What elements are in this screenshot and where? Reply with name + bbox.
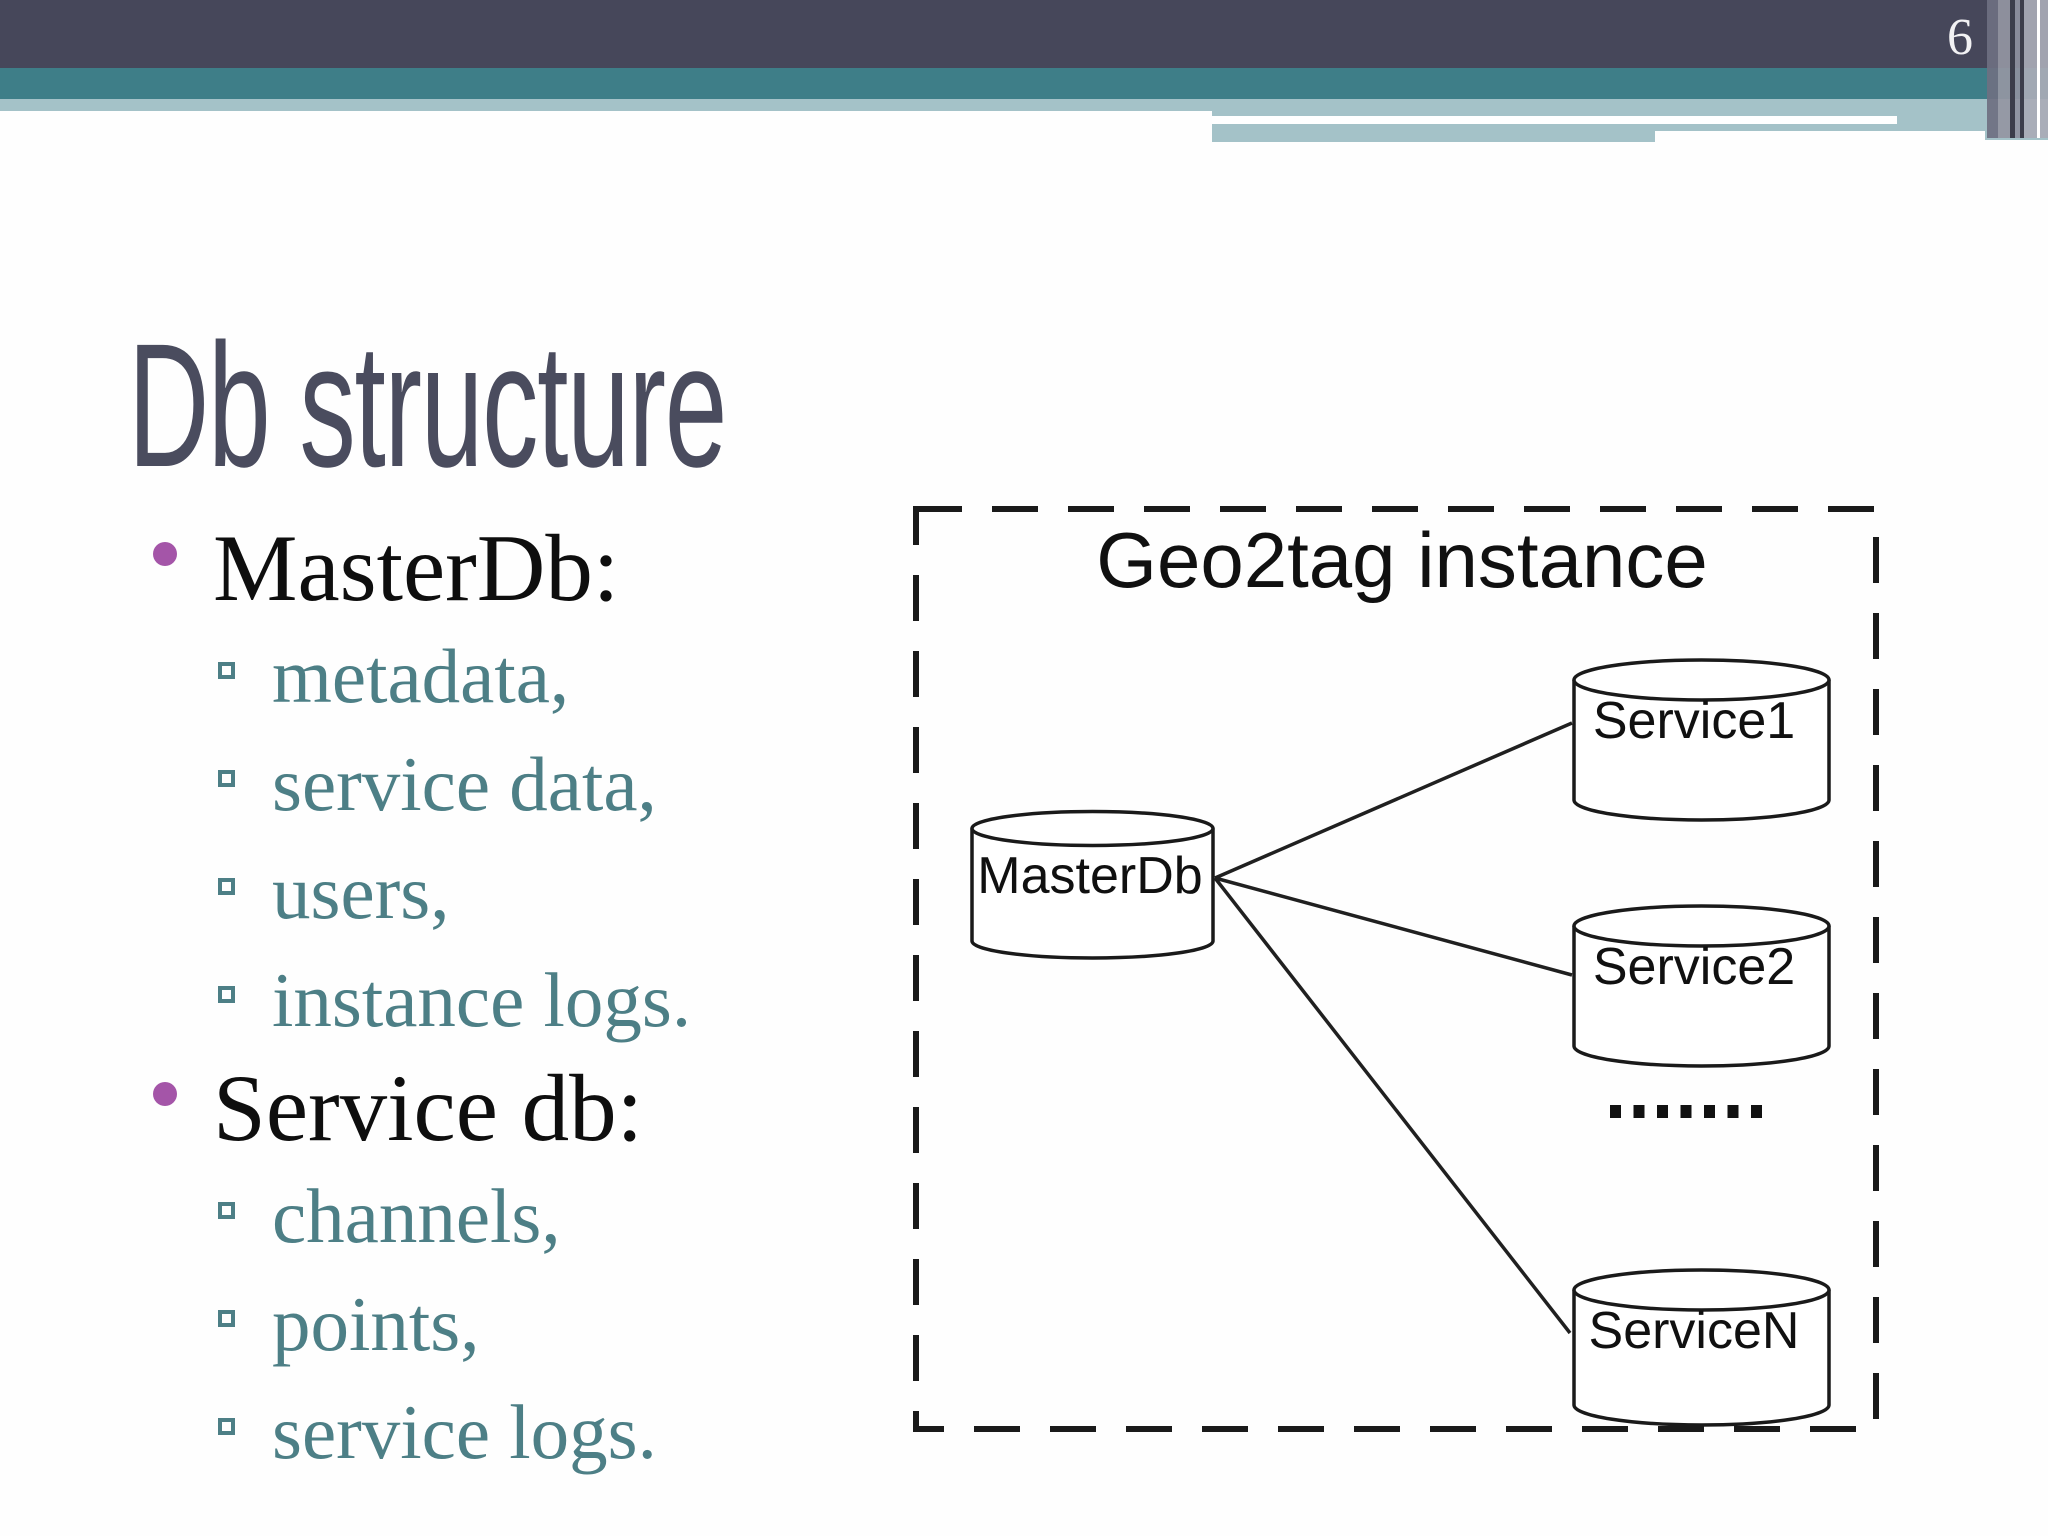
bullet-square-icon xyxy=(218,878,235,895)
db-cylinder-masterdb: MasterDb xyxy=(970,809,1215,960)
db-label-masterdb: MasterDb xyxy=(977,847,1202,905)
db-label-servicen: ServiceN xyxy=(1589,1302,1800,1360)
db-label-service1: Service1 xyxy=(1593,692,1795,750)
vertical-stripe xyxy=(2010,0,2015,138)
header-light-teal-left xyxy=(0,99,1212,111)
vertical-stripe xyxy=(1987,0,1998,138)
list-item: instance logs. xyxy=(150,946,850,1054)
list-item: service data, xyxy=(150,730,850,838)
vertical-stripe xyxy=(2020,0,2024,138)
list-item: points, xyxy=(150,1270,850,1378)
bullet-square-icon xyxy=(218,1418,235,1435)
bullet-list: MasterDb: metadata, service data, users,… xyxy=(150,514,850,1486)
header-vertical-stripes xyxy=(0,0,2048,138)
diagram-dashed-border xyxy=(913,506,1879,1432)
db-cylinder-servicen: ServiceN xyxy=(1572,1268,1831,1427)
bullet-square-icon xyxy=(218,986,235,1003)
geo2tag-diagram: Geo2tag instance MasterDb Service1 Servi… xyxy=(912,505,1882,1435)
header-teal-bar xyxy=(0,68,2048,99)
db-cylinder-service2: Service2 xyxy=(1572,904,1831,1068)
bullet-square-icon xyxy=(218,662,235,679)
diagram-title: Geo2tag instance xyxy=(1096,516,1707,604)
bullet-dot-icon xyxy=(153,542,177,566)
connection-lines xyxy=(1213,721,1573,1335)
vertical-stripe xyxy=(2037,0,2040,138)
header-light-teal-step xyxy=(1212,131,1655,142)
list-item-masterdb: MasterDb: xyxy=(150,514,850,622)
header-light-teal-right xyxy=(1212,99,2048,131)
page-number: 6 xyxy=(1947,9,1973,66)
db-cylinder-service1: Service1 xyxy=(1572,658,1831,822)
list-item-servicedb: Service db: xyxy=(150,1054,850,1162)
bullet-square-icon xyxy=(218,770,235,787)
vertical-stripe xyxy=(2015,0,2020,138)
ellipsis-dots: ....... xyxy=(1610,1105,1762,1118)
connector-masterdb-service2 xyxy=(1214,876,1573,977)
header-dark-bar xyxy=(0,0,2048,68)
list-item: service logs. xyxy=(150,1378,850,1486)
connector-masterdb-servicen xyxy=(1213,876,1572,1335)
bullet-dot-icon xyxy=(153,1082,177,1106)
db-label-service2: Service2 xyxy=(1593,938,1795,996)
slide-title: Db structure xyxy=(128,308,727,504)
vertical-stripe xyxy=(2024,0,2048,138)
list-item: metadata, xyxy=(150,622,850,730)
header-banner: 6 xyxy=(0,0,2048,160)
vertical-stripe xyxy=(1998,0,2010,138)
list-item: channels, xyxy=(150,1162,850,1270)
header-white-stripe xyxy=(1212,116,1897,124)
connector-masterdb-service1 xyxy=(1214,721,1573,880)
bullet-square-icon xyxy=(218,1310,235,1327)
bullet-square-icon xyxy=(218,1202,235,1219)
list-item: users, xyxy=(150,838,850,946)
